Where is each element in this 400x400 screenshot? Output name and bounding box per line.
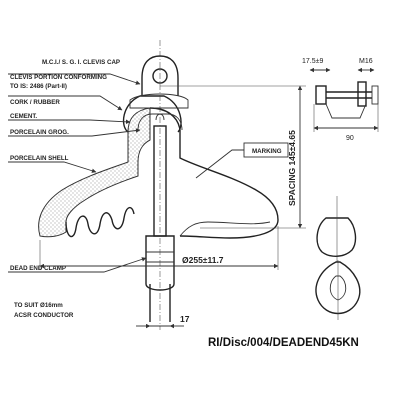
shell-right-profile (149, 107, 279, 239)
label-marking: MARKING (252, 148, 282, 155)
label-porcelain-grog: PORCELAIN GROG. (10, 129, 69, 136)
shell-ribs (65, 207, 135, 238)
clamp-front-view (315, 261, 361, 315)
label-suit-1: TO SUIT Ø16mm (14, 302, 63, 309)
clamp-detail (315, 196, 361, 320)
dead-end-clamp (145, 235, 175, 291)
label-dead-end-clamp: DEAD END CLAMP (10, 265, 66, 272)
drawing-title: RI/Disc/004/DEADEND45KN (208, 337, 359, 349)
dim-width: 90 (346, 135, 354, 142)
clamp-side-view (316, 217, 357, 257)
label-cement: CEMENT. (10, 113, 37, 120)
label-clevis-cap: M.C.I./ S. G. I. CLEVIS CAP (42, 59, 120, 66)
dimensions: SPACING 145±4.65 Ø255±11.7 17 (39, 85, 306, 329)
dim-gap: 17 (180, 314, 190, 324)
dim-pin-dia: 17.5±9 (302, 58, 323, 65)
porcelain-shell-section (38, 107, 151, 238)
label-suit-2: ACSR CONDUCTOR (14, 312, 74, 319)
dim-spacing: SPACING 145±4.65 (287, 130, 297, 206)
labels: M.C.I./ S. G. I. CLEVIS CAP CLEVIS PORTI… (10, 59, 282, 319)
pin-nut (357, 81, 367, 107)
clevis-pin-hole (152, 68, 168, 84)
dim-thread: M16 (359, 58, 373, 65)
clamp-tail (149, 284, 171, 322)
pin-detail: 17.5±9 M16 90 (302, 58, 379, 142)
label-porcelain-shell: PORCELAIN SHELL (10, 155, 69, 162)
leader-lines (8, 73, 147, 273)
pin-head (315, 85, 327, 105)
dim-diameter: Ø255±11.7 (182, 255, 224, 265)
insulator-disc (38, 40, 289, 330)
label-cork-rubber: CORK / RUBBER (10, 99, 60, 106)
label-clevis-portion-2: TO IS: 2486 (Part-II) (10, 83, 67, 90)
label-clevis-portion-1: CLEVIS PORTION CONFORMING (10, 74, 107, 81)
